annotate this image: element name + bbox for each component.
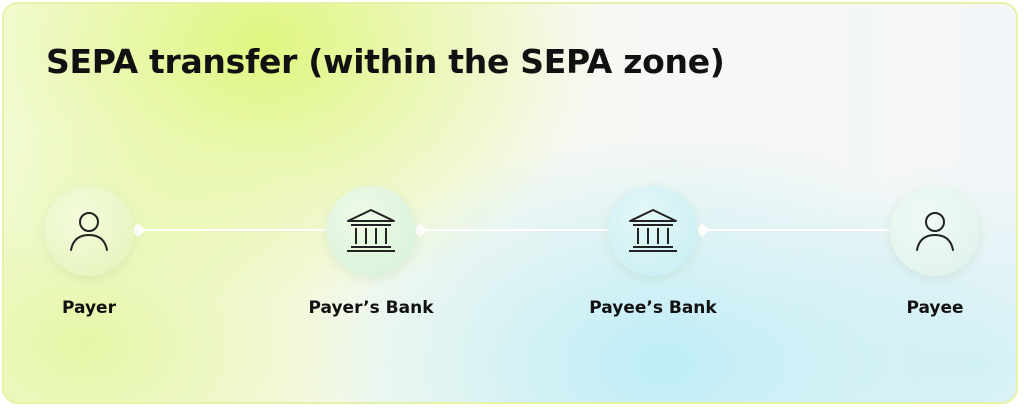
payer-label: Payer (62, 298, 116, 318)
payer-node (44, 186, 134, 276)
payees-bank-node (608, 186, 698, 276)
bank-icon (343, 206, 399, 256)
connector-payers-bank-to-payees-bank (420, 229, 614, 231)
payee-node (890, 186, 980, 276)
payers-bank-label: Payer’s Bank (308, 298, 434, 318)
connector-payees-bank-to-payee (702, 229, 896, 231)
bank-icon (625, 206, 681, 256)
payees-bank-label: Payee’s Bank (589, 298, 717, 318)
payee-label: Payee (906, 298, 964, 318)
person-icon (910, 206, 960, 256)
payers-bank-node (326, 186, 416, 276)
person-icon (64, 206, 114, 256)
sepa-transfer-card: SEPA transfer (within the SEPA zone) (2, 2, 1018, 404)
diagram-title: SEPA transfer (within the SEPA zone) (46, 42, 725, 81)
connector-payer-to-payers-bank (138, 229, 332, 231)
